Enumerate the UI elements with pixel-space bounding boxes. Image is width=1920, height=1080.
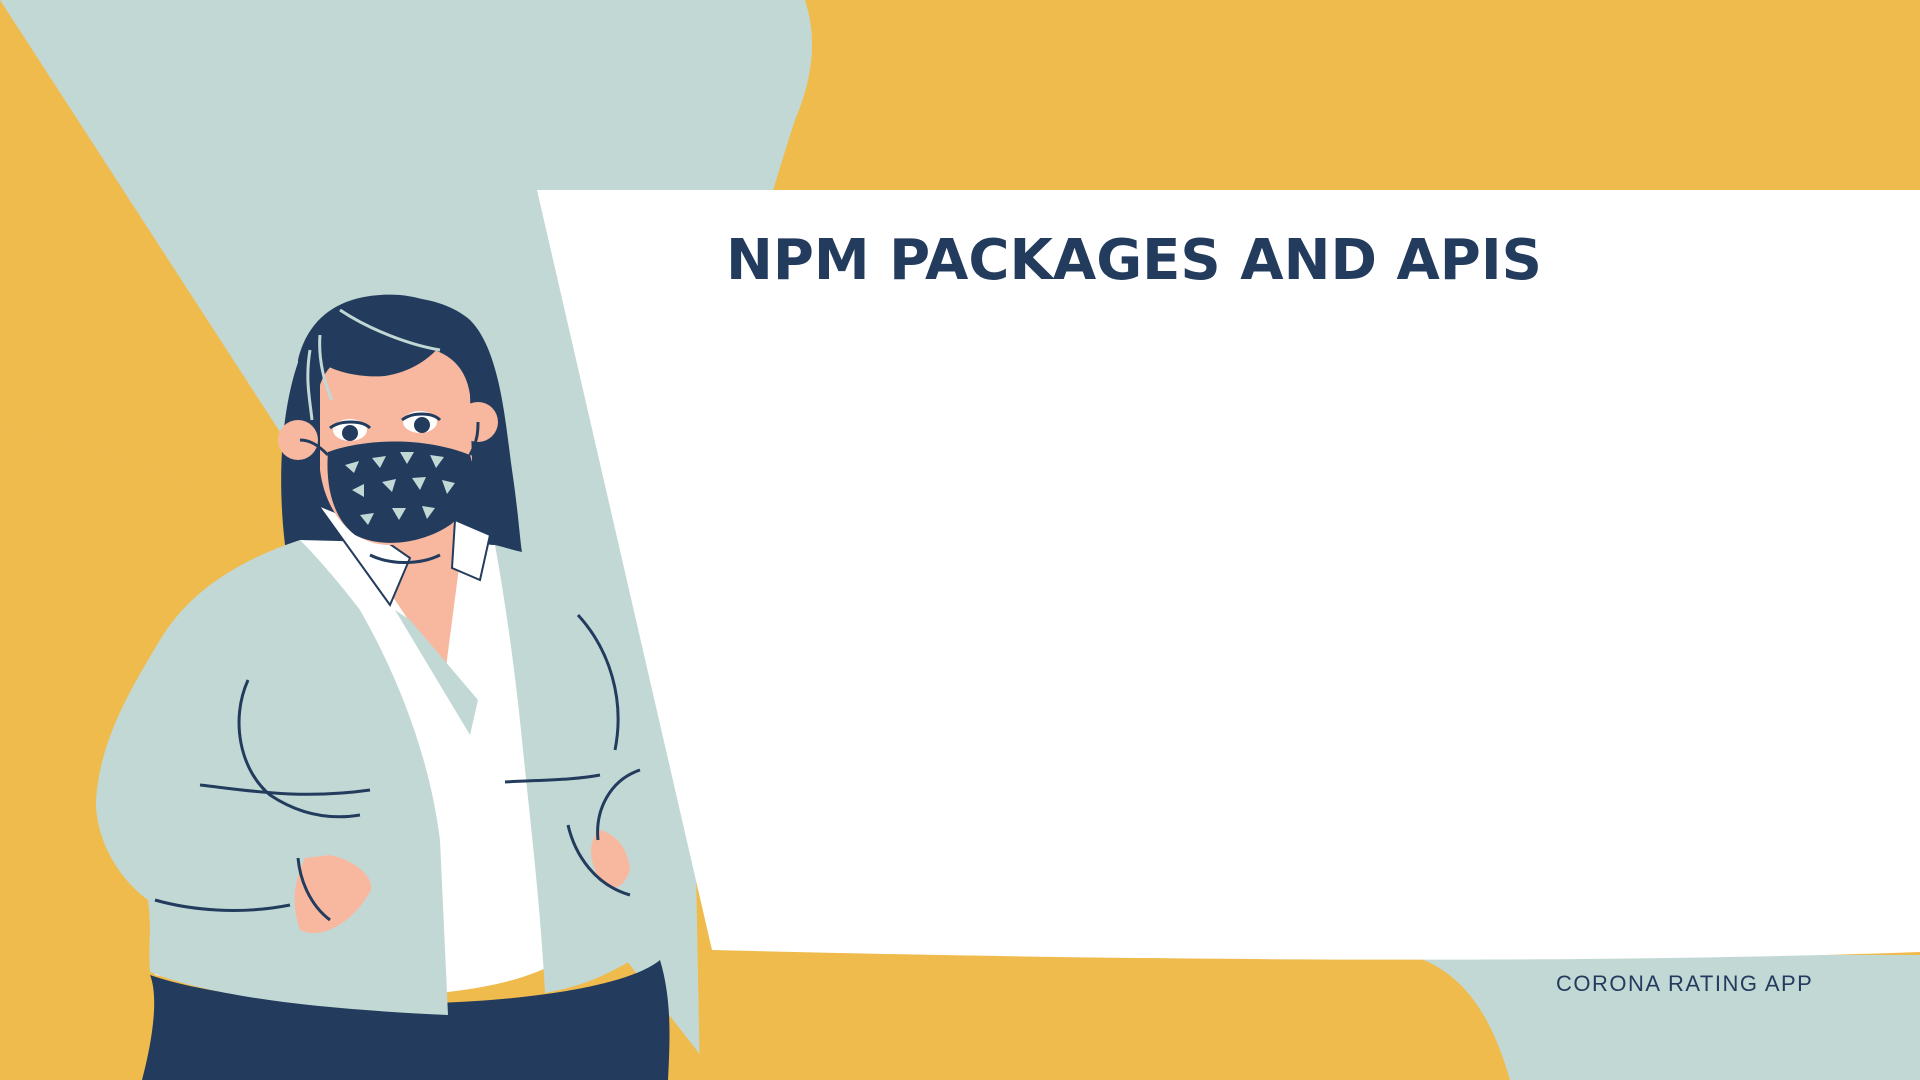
jacket-line-7 <box>566 824 631 897</box>
jacket-line-6 <box>596 768 641 841</box>
jacket-line-4 <box>504 773 601 784</box>
mask-pattern <box>345 452 455 525</box>
collar-right-shape <box>450 518 492 582</box>
white-card <box>537 190 1920 960</box>
jacket-line-5 <box>576 613 620 751</box>
right-hand-shape <box>591 830 630 888</box>
right-pupil <box>414 417 430 433</box>
left-pupil <box>342 425 358 441</box>
hair-strand-2 <box>318 334 334 401</box>
lapel-stripe <box>395 610 478 735</box>
mint-blob-bottom-right <box>1410 955 1920 1080</box>
chin-line <box>369 553 441 564</box>
jacket-line-1 <box>199 783 371 796</box>
footer-app-name: CORONA RATING APP <box>1556 971 1814 996</box>
jacket-line-8 <box>296 857 331 922</box>
mask-strap-right <box>468 421 480 456</box>
pants-shape <box>142 960 670 1080</box>
mask-strap-left <box>299 438 330 457</box>
hair-front-shape <box>298 294 482 410</box>
left-eyelid <box>329 420 372 430</box>
left-ear <box>278 420 318 460</box>
slide-title: NPM PACKAGES AND APIS <box>726 228 1542 293</box>
right-eyelid <box>401 412 442 422</box>
hair-strand-3 <box>306 349 314 421</box>
jacket-right-shape <box>495 545 690 993</box>
jacket-line-3 <box>154 898 291 912</box>
left-hand-shape <box>294 855 372 934</box>
hair-strand-1 <box>339 308 441 352</box>
jacket-line-2 <box>237 679 361 819</box>
